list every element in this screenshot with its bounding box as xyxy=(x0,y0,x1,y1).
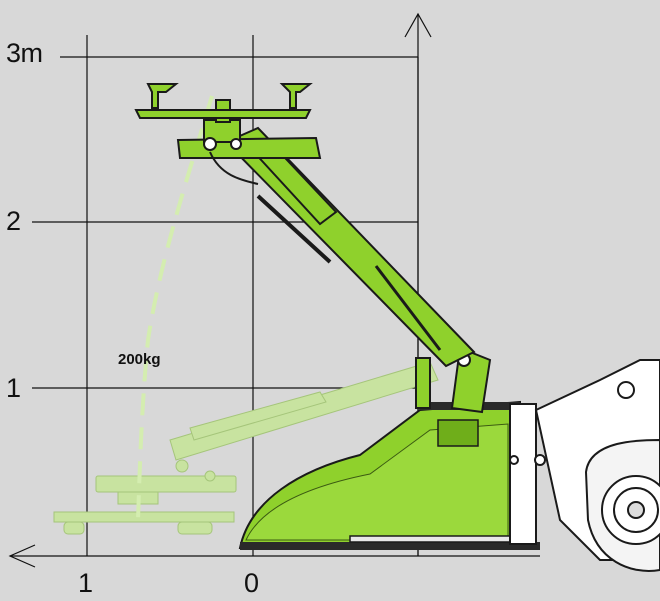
undercarriage xyxy=(349,535,531,543)
machine-body xyxy=(238,400,540,550)
x-axis-arrow xyxy=(8,544,540,568)
main-boom xyxy=(224,126,476,368)
x-label-0: 0 xyxy=(244,568,259,598)
gripper-head xyxy=(134,83,322,185)
load-capacity-label: 200kg xyxy=(118,351,161,368)
x-label-1: 1 xyxy=(78,568,93,598)
y-label-2: 2 xyxy=(6,206,21,236)
y-label-1: 1 xyxy=(6,373,21,403)
lowered-arm-ghost xyxy=(53,361,439,535)
carrier-vehicle xyxy=(509,359,660,572)
y-label-3m: 3m xyxy=(6,38,43,68)
machine-column xyxy=(415,346,492,414)
load-trajectory xyxy=(136,95,214,521)
